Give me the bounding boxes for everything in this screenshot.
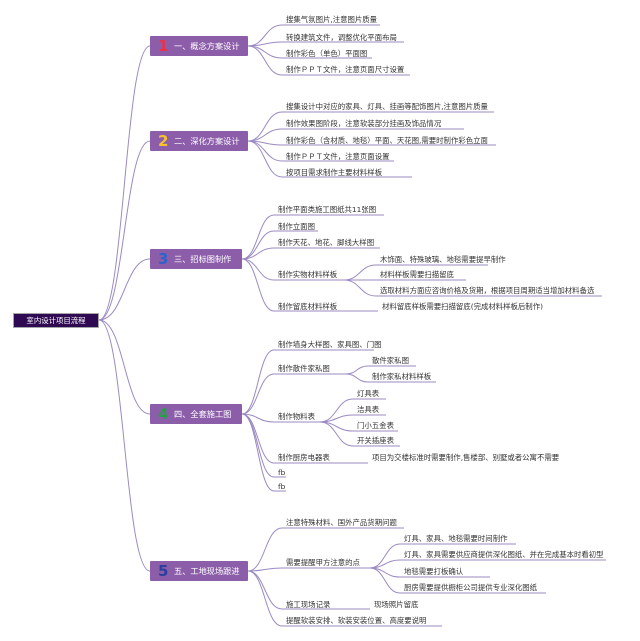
branch-4-label: 四、全套施工图	[174, 409, 232, 419]
b5-connector-3	[247, 570, 283, 610]
root-connector-5	[98, 319, 151, 572]
branch-2-item-5: 按项目需求制作主要材料样板	[286, 168, 383, 177]
branch-2-number: 2	[158, 132, 169, 150]
b2-connector-1	[247, 111, 283, 142]
branch-5-client-note-4: 厨房需要提供橱柜公司提供专业深化图纸	[404, 583, 538, 592]
b3-connector-2	[241, 230, 275, 260]
root-node[interactable]: 室内设计项目流程	[13, 313, 99, 328]
branch-2-item-3: 制作彩色（含材质、地毯）平面、天花图,需要时制作彩色立面	[286, 136, 488, 145]
b3-connector-3	[241, 247, 275, 260]
b4-furniture-connector-1	[345, 365, 369, 375]
branch-4-item-1: 制作墙身大样图、家具图、门图	[278, 340, 382, 349]
b5-connector-1	[247, 527, 283, 572]
branch-4-node[interactable]: 4 四、全套施工图	[150, 404, 242, 424]
b1-connector-1	[247, 24, 283, 47]
b1-connector-2	[247, 41, 283, 47]
branch-4-list-2: 洁具表	[357, 405, 380, 414]
b2-connector-2	[247, 128, 283, 142]
branch-2-item-4: 制作ＰＰＴ文件，注意页面设置	[286, 152, 390, 161]
branch-3-material-note-1: 木饰面、特殊玻璃、地毯需要提早制作	[380, 255, 506, 264]
b4-connector-1	[241, 349, 275, 415]
b3-connector-5	[241, 258, 275, 312]
branch-4-list-3: 门小五金表	[357, 421, 394, 430]
branch-3-material-note-2: 材料样板需要扫描留底	[380, 270, 454, 279]
branch-5-label: 五、工地现场跟进	[174, 566, 240, 576]
b4-connector-3	[241, 413, 275, 423]
b3-connector-4	[241, 258, 275, 281]
root-connector-2	[98, 140, 151, 321]
branch-2-label: 二、深化方案设计	[174, 136, 240, 146]
branch-1-item-1: 搜集气氛图片,注意图片质量	[286, 15, 378, 24]
b4-furniture-connector-2	[345, 373, 369, 383]
branch-1-item-2: 转换建筑文件，调整优化平面布局	[286, 33, 397, 42]
b3-sub-connector-1	[343, 264, 377, 281]
branch-3-item-2: 制作立面图	[278, 222, 315, 231]
branch-3-item-1: 制作平面类施工图纸共11张图	[278, 205, 377, 214]
branch-3-item-5: 制作留底材料样板	[278, 302, 338, 311]
branch-3-material-note-3: 选取材料方面应咨询价格及货期，根据项目周期适当增加材料备选	[380, 286, 595, 295]
branch-3-archive-note: 材料留底样板需要扫描留底(完成材料样板后制作)	[382, 302, 543, 311]
branch-1-number: 1	[158, 37, 169, 55]
branch-2-item-2: 制作效果图阶段，注意软装部分挂画及饰品情况	[286, 119, 442, 128]
branch-4-item-4: 制作厨房电器表	[278, 453, 330, 462]
branch-5-client-note-3: 地毯需要打板确认	[404, 567, 464, 576]
root-connector-4	[98, 319, 151, 415]
branch-5-item-1: 注意特殊材料、国外产品货期问题	[286, 518, 397, 527]
b1-connector-4	[247, 45, 283, 76]
branch-5-client-note-1: 灯具、家具、地毯需要时间制作	[404, 534, 508, 543]
root-connector-1	[98, 45, 151, 321]
branch-3-number: 3	[158, 250, 169, 268]
b1-connector-3	[247, 45, 283, 59]
b4-connector-6	[241, 413, 275, 492]
branch-1-item-4: 制作ＰＰＴ文件，注意页面尺寸设置	[286, 65, 405, 74]
branch-5-item-3: 施工现场记录	[286, 600, 331, 609]
branch-4-item-2: 制作散件家私图	[278, 364, 330, 373]
branch-5-client-note-2: 灯具、家具需要供应商提供深化图纸、并在完成基本时看初型	[404, 550, 604, 559]
branch-2-item-1: 搜集设计中对应的家具、灯具、挂画等配饰图片,注意图片质量	[286, 102, 488, 111]
branch-4-furniture-note-1: 散件家私图	[372, 356, 409, 365]
branch-4-item-3: 制作物料表	[278, 412, 315, 421]
branch-2-node[interactable]: 2 二、深化方案设计	[150, 131, 248, 151]
b4-connector-2	[241, 373, 275, 415]
branch-3-node[interactable]: 3 三、招标图制作	[150, 249, 242, 269]
branch-3-item-4: 制作实物材料样板	[278, 270, 338, 279]
branch-5-number: 5	[158, 562, 169, 580]
branch-4-item-5: fb	[278, 468, 286, 477]
b4-connector-5	[241, 413, 275, 478]
branch-4-list-1: 灯具表	[357, 389, 380, 398]
b5-client-connector-4	[369, 567, 401, 594]
branch-4-kitchen-note: 项目为交楼标准时需要制作,售楼部、别墅或者公寓不需要	[372, 453, 560, 462]
branch-4-furniture-note-2: 制作家私材料样板	[372, 372, 432, 381]
b5-connector-4	[247, 570, 283, 627]
branch-5-record-note: 现场照片留底	[374, 600, 419, 609]
root-connector-3	[98, 258, 151, 321]
branch-5-node[interactable]: 5 五、工地现场跟进	[150, 561, 248, 581]
branch-5-item-4: 提醒软装安排、软装安装位置、高度要说明	[286, 616, 427, 625]
branch-1-label: 一、概念方案设计	[174, 41, 240, 51]
b3-connector-1	[241, 214, 275, 260]
b3-sub-connector-3	[343, 279, 377, 297]
branch-1-item-3: 制作彩色（单色）平面图	[286, 49, 368, 58]
branch-4-list-4: 开关插座表	[357, 436, 394, 445]
b5-connector-2	[247, 567, 283, 572]
branch-5-item-2: 需要提醒甲方注意的点	[286, 558, 360, 567]
branch-3-item-3: 制作天花、地花、脚线大样图	[278, 238, 375, 247]
root-label: 室内设计项目流程	[26, 316, 86, 325]
branch-4-number: 4	[158, 405, 169, 423]
branch-3-label: 三、招标图制作	[174, 254, 232, 264]
branch-1-node[interactable]: 1 一、概念方案设计	[150, 36, 248, 56]
b2-connector-5	[247, 140, 283, 178]
branch-4-item-6: fb	[278, 482, 286, 491]
b4-list-connector-4	[319, 421, 354, 447]
